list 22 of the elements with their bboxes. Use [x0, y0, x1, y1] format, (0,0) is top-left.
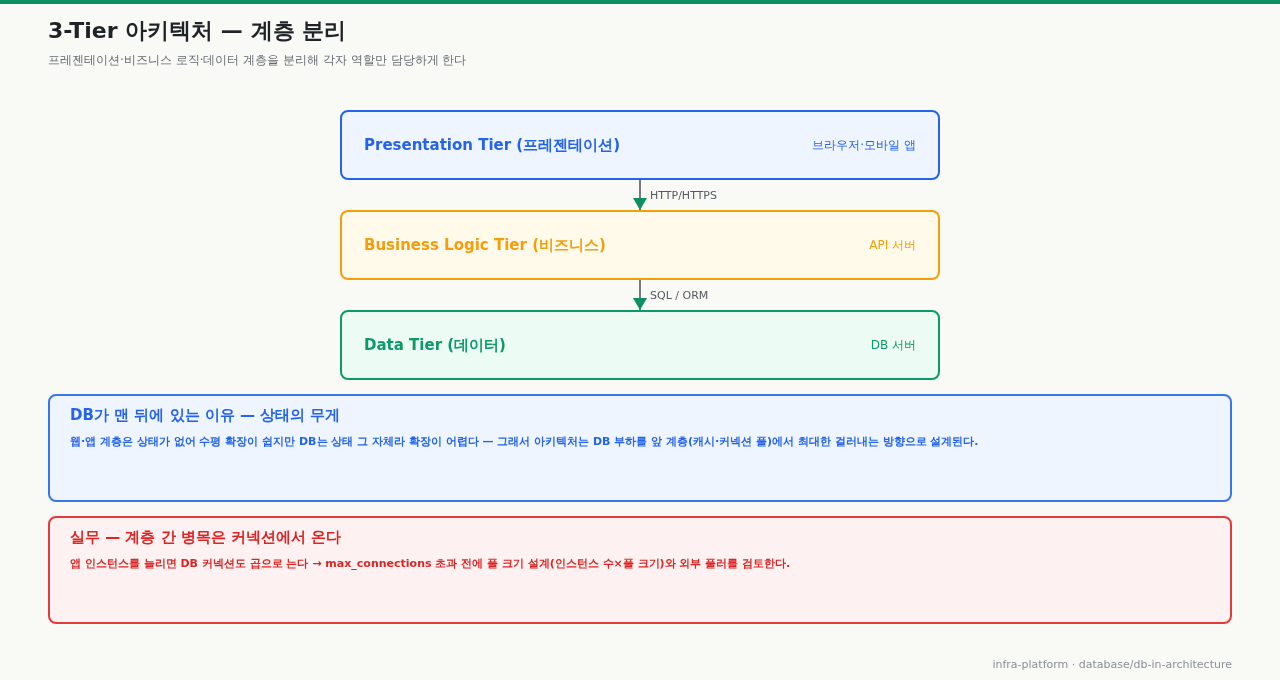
note-title: DB가 맨 뒤에 있는 이유 — 상태의 무게 [70, 406, 341, 425]
note-box [48, 516, 1232, 624]
tier-title: Presentation Tier (프레젠테이션) [364, 135, 621, 155]
tier-title: Business Logic Tier (비즈니스) [364, 235, 606, 255]
tier-title: Data Tier (데이터) [364, 335, 506, 355]
note-box [48, 394, 1232, 502]
tier-role: DB 서버 [870, 336, 916, 354]
source-path: infra-platform · database/db-in-architecture [992, 658, 1232, 671]
note-text: 웹·앱 계층은 상태가 없어 수평 확장이 쉽지만 DB는 상태 그 자체라 확장이 어렵다 — 그래서 아키텍처는 DB 부하를 앞 계층(캐시·커넥션 풀)에서 최대한 걸러내는 방향으로 설계된다. [70, 434, 980, 450]
tier-box [340, 210, 940, 280]
note-text: 앱 인스턴스를 늘리면 DB 커넥션도 곱으로 는다 → max_connections 초과 전에 풀 크기 설계(인스턴스 수×풀 크기)와 외부 풀러를 검토한다. [70, 556, 792, 572]
subtitle: 프레젠테이션·비즈니스 로직·데이터 계층을 분리해 각자 역할만 담당하게 한다 [48, 52, 467, 69]
tier-box [340, 310, 940, 380]
tier-role: 브라우저·모바일 앱 [812, 136, 916, 154]
arrow [633, 179, 647, 211]
edge-label: SQL / ORM [648, 288, 711, 302]
tier-role: API 서버 [869, 236, 916, 254]
tier-box [340, 110, 940, 180]
edge-label: HTTP/HTTPS [648, 188, 719, 202]
arrow [633, 279, 647, 311]
diagram-title: 3-Tier 아키텍처 — 계층 분리 [48, 17, 347, 45]
note-title: 실무 — 계층 간 병목은 커넥션에서 온다 [70, 528, 342, 547]
